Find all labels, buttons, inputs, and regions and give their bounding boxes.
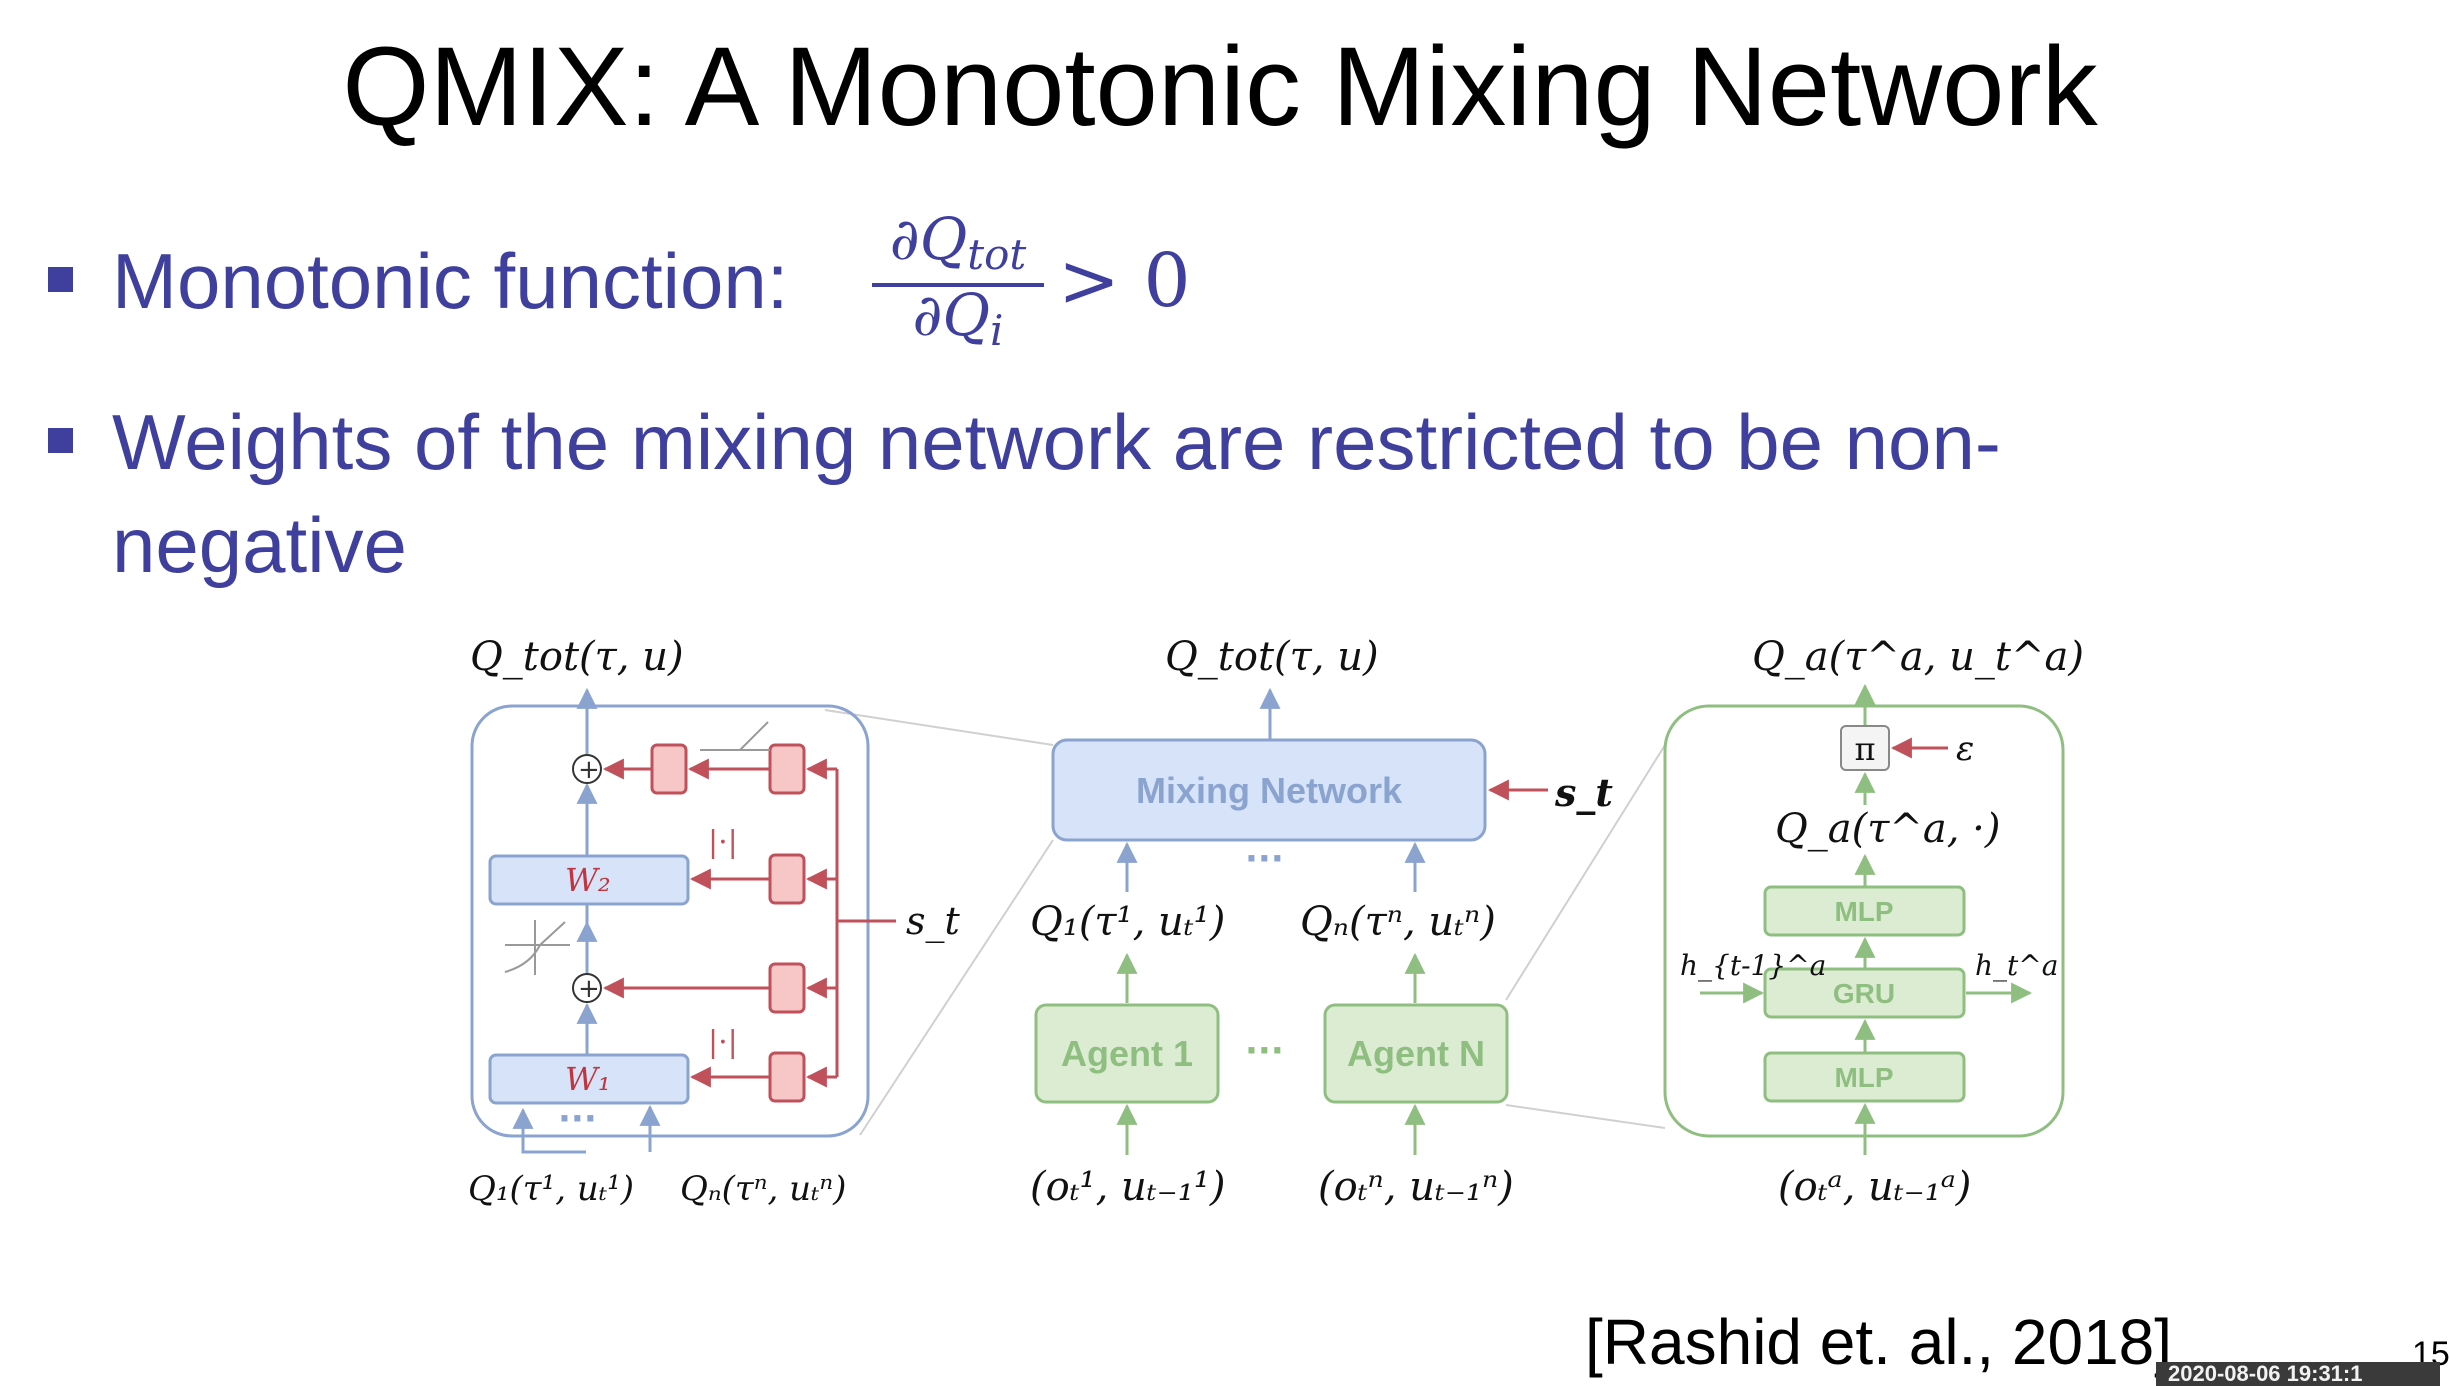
agent-1-label: Agent 1 [1061, 1033, 1193, 1074]
mlp-bottom-label: MLP [1834, 1062, 1893, 1093]
hyper-box [768, 853, 806, 905]
epsilon-label: ε [1956, 729, 1974, 769]
w1-box [488, 1053, 690, 1105]
w1-label: W₁ [565, 1060, 611, 1098]
citation: [Rashid et. al., 2018] [1585, 1306, 2173, 1378]
add-node-top [572, 754, 602, 784]
agent-n-box [1323, 1003, 1509, 1104]
middle-obs1-label: (oₜ¹, uₜ₋₁¹) [1030, 1164, 1225, 1210]
hyper-box [768, 1051, 806, 1103]
bullet-2-line-2: negative [112, 501, 407, 589]
w2-box [488, 854, 690, 906]
abs-label-top: |·| [708, 825, 738, 860]
middle-state-label: s_t [1554, 770, 1613, 815]
bullet-1-inequality: > 0 [1058, 238, 1191, 324]
fraction-denominator: ∂Q [912, 281, 991, 349]
fraction-numerator: ∂Q [889, 205, 968, 273]
bullet-marker [48, 267, 73, 292]
mixing-network-label: Mixing Network [1136, 770, 1403, 811]
left-state-label: s_t [906, 899, 961, 944]
pi-label: π [1854, 730, 1875, 768]
fraction-numerator-sub: tot [967, 230, 1027, 279]
middle-ellipsis-top: ··· [1245, 839, 1284, 879]
bullet-1-prefix: Monotonic function: [112, 237, 789, 325]
overall-architecture-panel: Q_tot(τ, u) Mixing Network s_t ··· Q₁(τ¹… [1030, 634, 1613, 1210]
mixing-network-box [1051, 738, 1487, 842]
pi-box [1840, 725, 1890, 771]
left-input-arrows [512, 1104, 661, 1154]
left-input-q1: Q₁(τ¹, uₜ¹) [468, 1169, 634, 1209]
add-node-bottom [572, 973, 602, 1003]
middle-q1-label: Q₁(τ¹, uₜ¹) [1030, 899, 1225, 945]
fraction-denominator-sub: i [990, 306, 1004, 355]
agent-n-label: Agent N [1347, 1033, 1485, 1074]
middle-output-label: Q_tot(τ, u) [1165, 634, 1379, 680]
elu-activation-icon [504, 920, 570, 975]
partial-derivative-fraction: ∂Qtot ∂Qi [872, 205, 1044, 355]
hyper-box [768, 962, 806, 1014]
hyper-box [650, 743, 688, 795]
w2-label: W₂ [565, 861, 611, 899]
hyper-box [768, 743, 806, 795]
right-output-label: Q_a(τ^a, u_t^a) [1752, 634, 2084, 680]
agent-1-box [1034, 1003, 1220, 1104]
gru-box [1763, 967, 1966, 1019]
abs-label-bottom: |·| [708, 1025, 738, 1060]
agents-ellipsis: ··· [1245, 1031, 1284, 1071]
mlp-bottom-box [1763, 1051, 1966, 1103]
bullet-2-line-1: Weights of the mixing network are restri… [112, 398, 2001, 486]
agent-network-detail-panel: Q_a(τ^a, u_t^a) π ε Q_a(τ^a, ·) MLP GRU … [1663, 634, 2084, 1210]
add-node-bottom-sign: + [578, 974, 600, 1004]
qa-label: Q_a(τ^a, ·) [1775, 806, 2001, 852]
mlp-top-label: MLP [1834, 896, 1893, 927]
video-timestamp: 2020-08-06 19:31:1 [2156, 1362, 2440, 1386]
hypernet-boxes [650, 743, 806, 1103]
zoom-connector-lines [824, 709, 1666, 1136]
slide-title: QMIX: A Monotonic Mixing Network [342, 24, 2098, 149]
hypernet-arrows [602, 758, 896, 1088]
add-node-top-sign: + [578, 755, 600, 785]
relu-activation-icon [700, 721, 770, 751]
hidden-in-label: h_{t-1}^a [1680, 949, 1826, 982]
left-input-qn: Qₙ(τⁿ, uₜⁿ) [680, 1169, 846, 1209]
bullet-marker [48, 428, 73, 453]
middle-qn-label: Qₙ(τⁿ, uₜⁿ) [1300, 899, 1496, 945]
mlp-top-box [1763, 885, 1966, 937]
left-ellipsis: ··· [558, 1099, 597, 1139]
mixing-network-detail-panel: Q_tot(τ, u) W₂ W₁ + + [468, 634, 961, 1209]
fraction-bar [872, 283, 1044, 287]
right-obs-label: (oₜᵃ, uₜ₋₁ᵃ) [1778, 1164, 1971, 1210]
left-output-label: Q_tot(τ, u) [470, 634, 684, 680]
hidden-out-label: h_t^a [1975, 949, 2058, 982]
gru-label: GRU [1833, 978, 1895, 1009]
middle-obsn-label: (oₜⁿ, uₜ₋₁ⁿ) [1318, 1164, 1514, 1210]
